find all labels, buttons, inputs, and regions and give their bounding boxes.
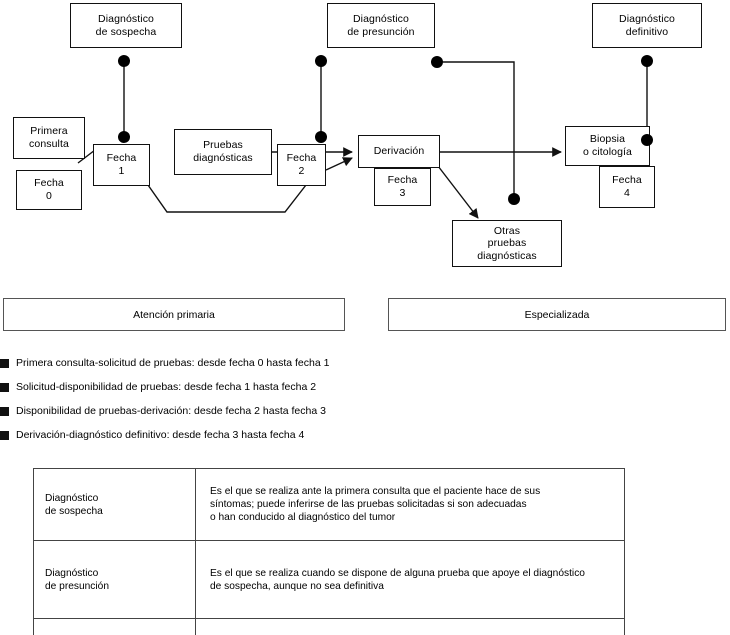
node-primera-consulta[interactable]: Primera consulta	[13, 117, 85, 159]
legend-square-icon	[0, 359, 9, 368]
band-atencion-primaria: Atención primaria	[3, 298, 345, 331]
node-label: Pruebas diagnósticas	[193, 139, 253, 164]
legend-item: Primera consulta-solicitud de pruebas: d…	[0, 356, 500, 380]
band-label: Atención primaria	[133, 308, 215, 321]
table-row: Diagnóstico de sospecha Es el que se rea…	[33, 468, 625, 541]
table-cell-term: Diagnóstico de sospecha	[33, 468, 196, 541]
table-cell-description: Es el que se realiza ante la primera con…	[195, 468, 625, 541]
node-label: Primera consulta	[29, 125, 69, 150]
node-label: Fecha 1	[106, 152, 137, 177]
node-biopsia-o-citologia[interactable]: Biopsia o citología	[565, 126, 650, 166]
band-label: Especializada	[524, 308, 590, 321]
node-pruebas-diagnosticas[interactable]: Pruebas diagnósticas	[174, 129, 272, 175]
legend-item: Derivación-diagnóstico definitivo: desde…	[0, 428, 500, 452]
node-fecha-0[interactable]: Fecha 0	[16, 170, 82, 210]
node-label: Biopsia o citología	[583, 133, 632, 158]
legend-square-icon	[0, 383, 9, 392]
node-diagnostico-definitivo[interactable]: Diagnóstico definitivo	[592, 3, 702, 48]
legend-square-icon	[0, 431, 9, 440]
node-label: Fecha 3	[387, 174, 418, 199]
node-otras-pruebas-diagnosticas[interactable]: Otras pruebas diagnósticas	[452, 220, 562, 267]
band-especializada: Especializada	[388, 298, 726, 331]
node-label: Otras pruebas diagnósticas	[477, 224, 537, 262]
table-cell-term: Diagnóstico definitivo	[33, 618, 196, 635]
node-label: Diagnóstico de presunción	[347, 12, 415, 38]
node-label: Fecha 0	[34, 177, 64, 202]
node-label: Diagnóstico de sospecha	[95, 12, 157, 38]
legend-item-label: Primera consulta-solicitud de pruebas: d…	[16, 357, 330, 369]
legend-item-label: Derivación-diagnóstico definitivo: desde…	[16, 429, 305, 441]
node-label: Fecha 2	[286, 152, 317, 177]
table-cell-description: Se realiza cuando se dispone del resulta…	[196, 619, 625, 635]
table-cell-term: Diagnóstico de presunción	[33, 540, 196, 619]
definitions-table: Diagnóstico de sospecha Es el que se rea…	[33, 468, 625, 635]
node-label: Diagnóstico definitivo	[619, 12, 675, 38]
table-row: Diagnóstico de presunción Es el que se r…	[33, 540, 625, 619]
node-fecha-1[interactable]: Fecha 1	[93, 144, 150, 186]
legend-square-icon	[0, 407, 9, 416]
node-fecha-2[interactable]: Fecha 2	[277, 144, 326, 186]
node-label: Fecha 4	[612, 174, 642, 199]
node-diagnostico-de-sospecha[interactable]: Diagnóstico de sospecha	[70, 3, 182, 48]
node-label: Derivación	[373, 145, 425, 158]
node-fecha-3[interactable]: Fecha 3	[374, 168, 431, 206]
legend-item-label: Solicitud-disponibilidad de pruebas: des…	[16, 381, 317, 393]
node-derivacion[interactable]: Derivación	[358, 135, 440, 168]
legend-item: Solicitud-disponibilidad de pruebas: des…	[0, 380, 500, 404]
legend-item: Disponibilidad de pruebas-derivación: de…	[0, 404, 500, 428]
table-cell-description: Es el que se realiza cuando se dispone d…	[195, 540, 625, 619]
node-fecha-4[interactable]: Fecha 4	[599, 166, 655, 208]
legend-item-label: Disponibilidad de pruebas-derivación: de…	[16, 405, 326, 417]
node-diagnostico-de-presuncion[interactable]: Diagnóstico de presunción	[327, 3, 435, 48]
legend: Primera consulta-solicitud de pruebas: d…	[0, 356, 500, 452]
table-row: Diagnóstico definitivo Se realiza cuando…	[33, 618, 625, 635]
